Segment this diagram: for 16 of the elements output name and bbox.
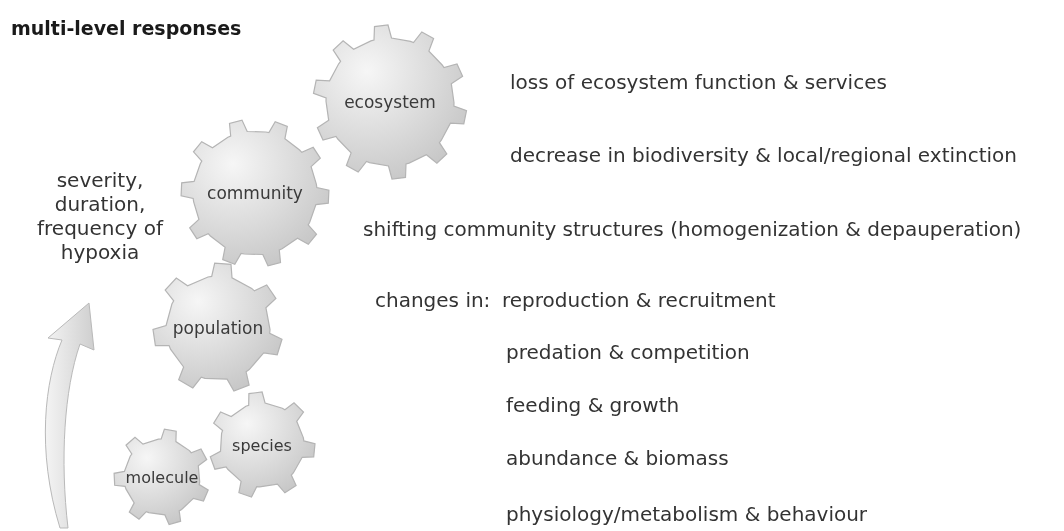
gear-label: population: [172, 318, 264, 338]
response-text: feeding & growth: [506, 393, 680, 417]
gear-label: molecule: [125, 467, 199, 487]
gear-label: community: [207, 183, 303, 203]
response-text: reproduction & recruitment: [502, 288, 776, 312]
response-text: predation & competition: [506, 340, 750, 364]
response-text: abundance & biomass: [506, 446, 729, 470]
gear-label: ecosystem: [344, 92, 436, 112]
response-text: changes in:: [375, 288, 491, 312]
gear-label: species: [232, 435, 292, 455]
response-text: physiology/metabolism & behaviour: [506, 502, 868, 526]
diagram-title: multi-level responses: [11, 17, 242, 39]
response-text: shifting community structures (homogenization & depauperation): [363, 217, 1022, 241]
axis-note: severity, duration, frequency of hypoxia: [36, 168, 165, 264]
response-text: loss of ecosystem function & services: [510, 70, 887, 94]
response-text: decrease in biodiversity & local/regional extinction: [510, 143, 1017, 167]
